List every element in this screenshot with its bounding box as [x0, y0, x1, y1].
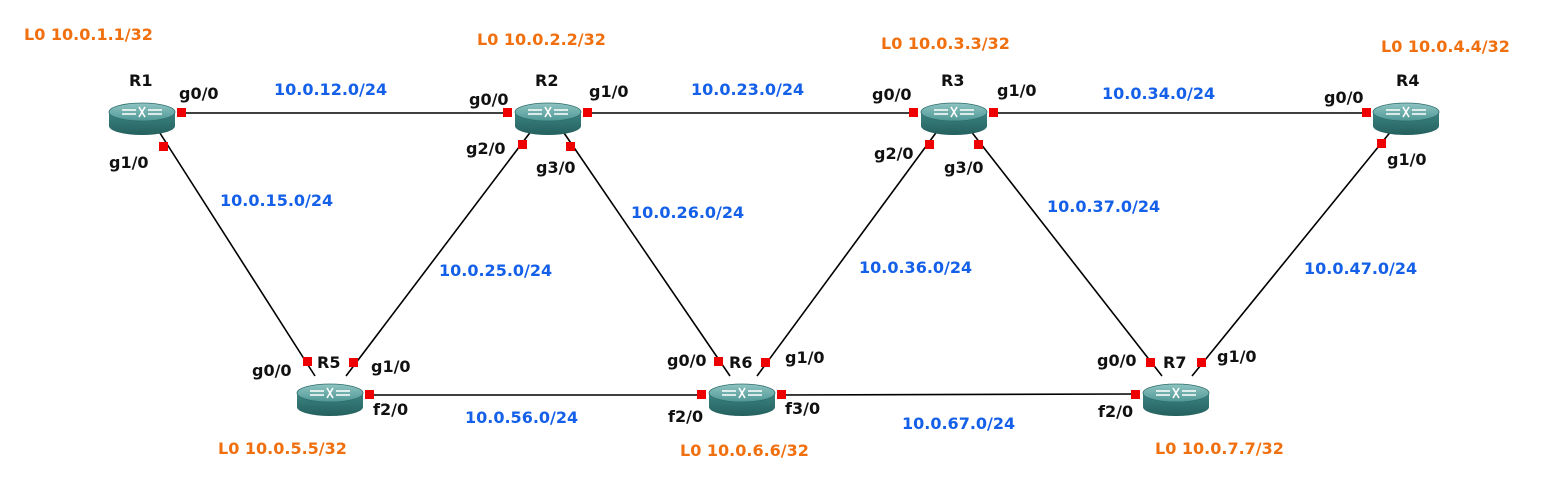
interface-label: g1/0 [785, 348, 825, 367]
router-names: R1 R2 R3 R4 R5 R6 R7 [129, 71, 1419, 372]
interface-label: g1/0 [1387, 150, 1427, 169]
link-r3-r7[interactable] [969, 129, 1163, 377]
router-icon [1372, 102, 1440, 135]
subnet-labels: 10.0.12.0/24 10.0.23.0/24 10.0.34.0/24 1… [220, 80, 1417, 433]
interface-labels: g0/0 g1/0 g0/0 g1/0 g2/0 g3/0 g0/0 g1/0 … [109, 81, 1427, 426]
loopback-label-r2: L0 10.0.2.2/32 [477, 30, 606, 49]
subnet-label-r2-r3: 10.0.23.0/24 [691, 80, 804, 99]
subnet-label-r6-r7: 10.0.67.0/24 [902, 414, 1015, 433]
interface-label: f3/0 [785, 399, 820, 418]
loopback-label-r4: L0 10.0.4.4/32 [1381, 37, 1510, 56]
port-marker[interactable] [1146, 358, 1155, 367]
router-name-r4: R4 [1396, 71, 1419, 90]
router-name-r1: R1 [129, 71, 152, 90]
link-r2-r5[interactable] [345, 129, 533, 377]
router-name-r3: R3 [941, 71, 964, 90]
router-name-r6: R6 [729, 353, 752, 372]
loopback-label-r5: L0 10.0.5.5/32 [218, 439, 347, 458]
router-r7[interactable] [1142, 383, 1210, 416]
ports-layer [159, 108, 1386, 399]
router-name-r2: R2 [535, 71, 558, 90]
port-marker[interactable] [909, 108, 918, 117]
port-marker[interactable] [697, 390, 706, 399]
port-marker[interactable] [1131, 390, 1140, 399]
routers-layer [108, 102, 1440, 416]
port-marker[interactable] [761, 358, 770, 367]
router-icon [108, 102, 176, 135]
links-layer [157, 112, 1393, 396]
subnet-label-r5-r6: 10.0.56.0/24 [465, 408, 578, 427]
interface-label: g2/0 [874, 144, 914, 163]
interface-label: g3/0 [536, 158, 576, 177]
port-marker[interactable] [777, 390, 786, 399]
port-marker[interactable] [518, 140, 527, 149]
port-marker[interactable] [365, 390, 374, 399]
loopback-label-r1: L0 10.0.1.1/32 [24, 25, 153, 44]
interface-label: g0/0 [667, 351, 707, 370]
interface-label: g1/0 [1217, 347, 1257, 366]
port-marker[interactable] [159, 142, 168, 151]
router-name-r5: R5 [317, 353, 340, 372]
port-marker[interactable] [349, 358, 358, 367]
link-r4-r7[interactable] [1191, 129, 1393, 377]
interface-label: f2/0 [373, 400, 408, 419]
subnet-label-r4-r7: 10.0.47.0/24 [1304, 259, 1417, 278]
subnet-label-r3-r6: 10.0.36.0/24 [859, 258, 972, 277]
link-r3-r6[interactable] [756, 129, 939, 377]
loopback-label-r6: L0 10.0.6.6/32 [680, 441, 809, 460]
port-marker[interactable] [503, 108, 512, 117]
interface-label: g3/0 [944, 158, 984, 177]
router-icon [296, 383, 364, 416]
port-marker[interactable] [566, 142, 575, 151]
port-marker[interactable] [303, 357, 312, 366]
port-marker[interactable] [583, 108, 592, 117]
interface-label: g0/0 [469, 90, 509, 109]
interface-label: g0/0 [179, 84, 219, 103]
router-icon [920, 102, 988, 135]
port-marker[interactable] [989, 108, 998, 117]
interface-label: g0/0 [872, 85, 912, 104]
interface-label: g0/0 [1097, 351, 1137, 370]
router-name-r7: R7 [1163, 353, 1186, 372]
interface-label: g1/0 [371, 357, 411, 376]
router-r4[interactable] [1372, 102, 1440, 135]
interface-label: g0/0 [252, 361, 292, 380]
subnet-label-r1-r2: 10.0.12.0/24 [274, 80, 387, 99]
port-marker[interactable] [925, 140, 934, 149]
interface-label: g1/0 [109, 153, 149, 172]
interface-label: g1/0 [997, 81, 1037, 100]
link-r6-r7[interactable] [781, 393, 1137, 396]
interface-label: g2/0 [466, 139, 506, 158]
port-marker[interactable] [1197, 358, 1206, 367]
subnet-label-r3-r7: 10.0.37.0/24 [1047, 197, 1160, 216]
port-marker[interactable] [177, 108, 186, 117]
interface-label: f2/0 [1098, 402, 1133, 421]
loopback-label-r7: L0 10.0.7.7/32 [1155, 439, 1284, 458]
loopback-labels: L0 10.0.1.1/32 L0 10.0.2.2/32 L0 10.0.3.… [24, 25, 1510, 460]
subnet-label-r2-r5: 10.0.25.0/24 [439, 261, 552, 280]
port-marker[interactable] [1362, 108, 1371, 117]
router-r1[interactable] [108, 102, 176, 135]
interface-label: g1/0 [589, 82, 629, 101]
port-marker[interactable] [1377, 139, 1386, 148]
subnet-label-r1-r5: 10.0.15.0/24 [220, 191, 333, 210]
interface-label: g0/0 [1324, 88, 1364, 107]
router-icon [514, 102, 582, 135]
router-r6[interactable] [708, 383, 776, 416]
port-marker[interactable] [974, 140, 983, 149]
router-icon [708, 383, 776, 416]
router-r5[interactable] [296, 383, 364, 416]
loopback-label-r3: L0 10.0.3.3/32 [881, 34, 1010, 53]
subnet-label-r3-r4: 10.0.34.0/24 [1102, 84, 1215, 103]
router-r3[interactable] [920, 102, 988, 135]
router-icon [1142, 383, 1210, 416]
port-marker[interactable] [714, 357, 723, 366]
link-r2-r6[interactable] [561, 129, 731, 377]
router-r2[interactable] [514, 102, 582, 135]
interface-label: f2/0 [668, 407, 703, 426]
subnet-label-r2-r6: 10.0.26.0/24 [631, 203, 744, 222]
link-r1-r5[interactable] [157, 129, 316, 377]
